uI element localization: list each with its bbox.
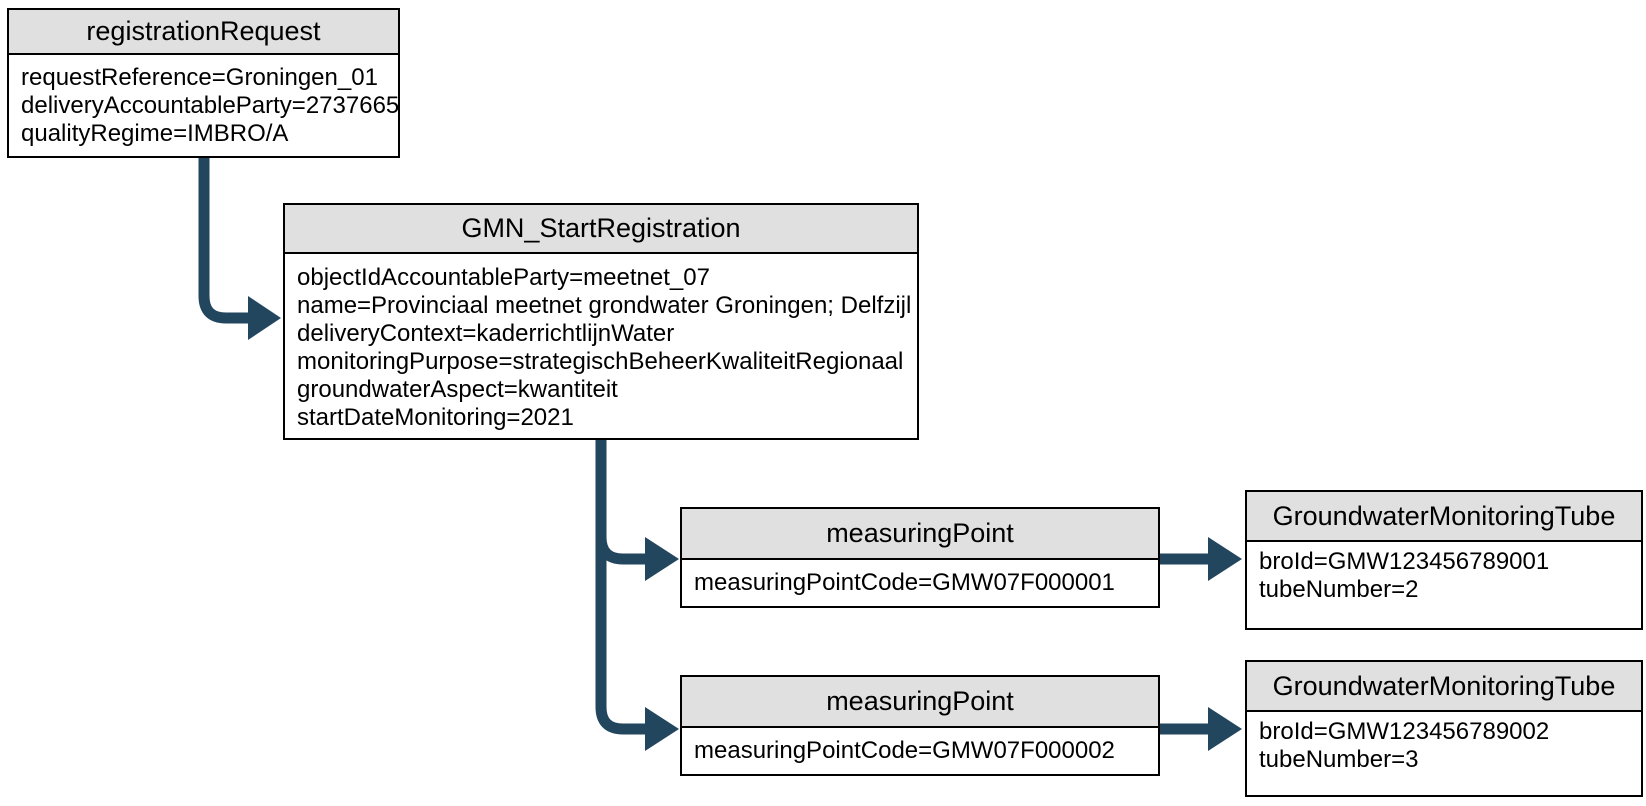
attribute-line: deliveryAccountableParty=27376655 bbox=[21, 92, 398, 119]
attribute-line: measuringPointCode=GMW07F000002 bbox=[694, 737, 1115, 764]
measuring-point-1-attributes: measuringPointCode=GMW07F000001 bbox=[682, 560, 1158, 597]
groundwater-monitoring-tube-2-title: GroundwaterMonitoringTube bbox=[1247, 662, 1641, 712]
registration-request-box: registrationRequest requestReference=Gro… bbox=[7, 8, 400, 158]
attribute-line: measuringPointCode=GMW07F000001 bbox=[694, 569, 1115, 596]
connector-gmn-to-measuringpoint-1 bbox=[595, 440, 679, 581]
attribute-line: requestReference=Groningen_01 bbox=[21, 64, 378, 91]
groundwater-monitoring-tube-1-attributes: broId=GMW123456789001 tubeNumber=2 bbox=[1247, 542, 1641, 604]
measuring-point-2-box: measuringPoint measuringPointCode=GMW07F… bbox=[680, 675, 1160, 776]
connector-measuringpoint1-to-tube1 bbox=[1160, 537, 1242, 581]
groundwater-monitoring-tube-1-box: GroundwaterMonitoringTube broId=GMW12345… bbox=[1245, 490, 1643, 630]
groundwater-monitoring-tube-1-title: GroundwaterMonitoringTube bbox=[1247, 492, 1641, 542]
attribute-line: monitoringPurpose=strategischBeheerKwali… bbox=[297, 348, 904, 375]
attribute-line: broId=GMW123456789002 bbox=[1259, 718, 1550, 745]
connector-registration-to-gmn bbox=[198, 158, 281, 340]
attribute-line: deliveryContext=kaderrichtlijnWater bbox=[297, 320, 675, 347]
groundwater-monitoring-tube-2-box: GroundwaterMonitoringTube broId=GMW12345… bbox=[1245, 660, 1643, 797]
connector-measuringpoint2-to-tube2 bbox=[1160, 707, 1242, 751]
registration-request-title: registrationRequest bbox=[9, 10, 398, 55]
gmn-start-registration-title: GMN_StartRegistration bbox=[285, 205, 917, 254]
gmn-start-registration-attributes: objectIdAccountableParty=meetnet_07 name… bbox=[285, 254, 917, 432]
attribute-line: tubeNumber=3 bbox=[1259, 746, 1419, 773]
registration-request-attributes: requestReference=Groningen_01 deliveryAc… bbox=[9, 55, 398, 148]
connector-gmn-to-measuringpoint-2 bbox=[595, 440, 679, 751]
attribute-line: tubeNumber=2 bbox=[1259, 576, 1419, 603]
attribute-line: qualityRegime=IMBRO/A bbox=[21, 120, 289, 147]
gmn-start-registration-box: GMN_StartRegistration objectIdAccountabl… bbox=[283, 203, 919, 440]
measuring-point-2-attributes: measuringPointCode=GMW07F000002 bbox=[682, 728, 1158, 765]
measuring-point-2-title: measuringPoint bbox=[682, 677, 1158, 728]
measuring-point-1-title: measuringPoint bbox=[682, 509, 1158, 560]
measuring-point-1-box: measuringPoint measuringPointCode=GMW07F… bbox=[680, 507, 1160, 608]
attribute-line: objectIdAccountableParty=meetnet_07 bbox=[297, 264, 710, 291]
attribute-line: groundwaterAspect=kwantiteit bbox=[297, 376, 618, 403]
attribute-line: name=Provinciaal meetnet grondwater Gron… bbox=[297, 292, 912, 319]
groundwater-monitoring-tube-2-attributes: broId=GMW123456789002 tubeNumber=3 bbox=[1247, 712, 1641, 774]
attribute-line: broId=GMW123456789001 bbox=[1259, 548, 1550, 575]
attribute-line: startDateMonitoring=2021 bbox=[297, 404, 574, 431]
